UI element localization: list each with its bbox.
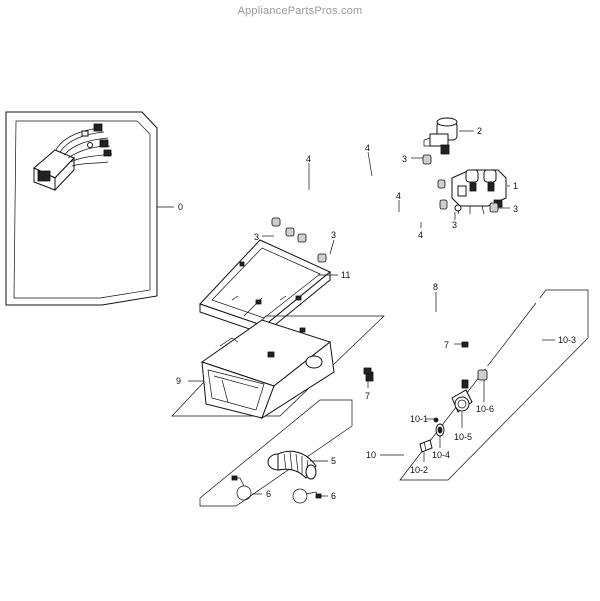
callout-9: 9 xyxy=(176,376,181,386)
callout-11: 11 xyxy=(341,270,350,280)
callout-10-2: 10-2 xyxy=(410,465,428,475)
callout-3c: 3 xyxy=(513,204,518,214)
watermark: AppliancePartsPros.com xyxy=(237,5,363,17)
part-5-bellows-hose xyxy=(267,450,317,480)
part-7-fittings xyxy=(363,341,469,375)
callout-5: 5 xyxy=(331,456,336,466)
part-2-valve xyxy=(423,117,458,155)
callout-4d: 4 xyxy=(418,230,423,240)
callout-6a: 6 xyxy=(266,489,271,499)
callout-10-3: 10-3 xyxy=(558,335,576,345)
callout-1: 1 xyxy=(513,181,518,191)
part-6-clamps xyxy=(231,475,322,504)
callout-4a: 4 xyxy=(365,143,370,153)
callout-3b: 3 xyxy=(452,220,457,230)
part-3-clamps xyxy=(271,154,499,263)
part-11-dispenser-cover xyxy=(199,239,331,336)
callout-7a: 7 xyxy=(444,340,449,350)
callout-10: 10 xyxy=(366,450,376,460)
callout-6b: 6 xyxy=(331,491,336,501)
callout-3e: 3 xyxy=(331,230,336,240)
part-0-harness-inset xyxy=(5,111,158,306)
callout-4b: 4 xyxy=(306,154,311,164)
callout-4c: 4 xyxy=(396,191,401,201)
callout-7b: 7 xyxy=(365,391,370,401)
part-8-hose xyxy=(365,310,467,385)
callout-10-1: 10-1 xyxy=(410,414,428,424)
callout-3a: 3 xyxy=(402,154,407,164)
part-4-hoses xyxy=(271,158,449,261)
callout-10-6: 10-6 xyxy=(476,404,494,414)
callout-0: 0 xyxy=(178,202,183,212)
callout-2: 2 xyxy=(477,126,482,136)
callout-10-5: 10-5 xyxy=(454,432,472,442)
part-10-3-hose xyxy=(484,213,543,373)
callout-3d: 3 xyxy=(254,232,259,242)
callout-10-4: 10-4 xyxy=(432,450,450,460)
part-9-dispenser-housing xyxy=(200,319,335,420)
part-10-valve-assembly xyxy=(419,369,488,453)
callout-8: 8 xyxy=(433,282,438,292)
